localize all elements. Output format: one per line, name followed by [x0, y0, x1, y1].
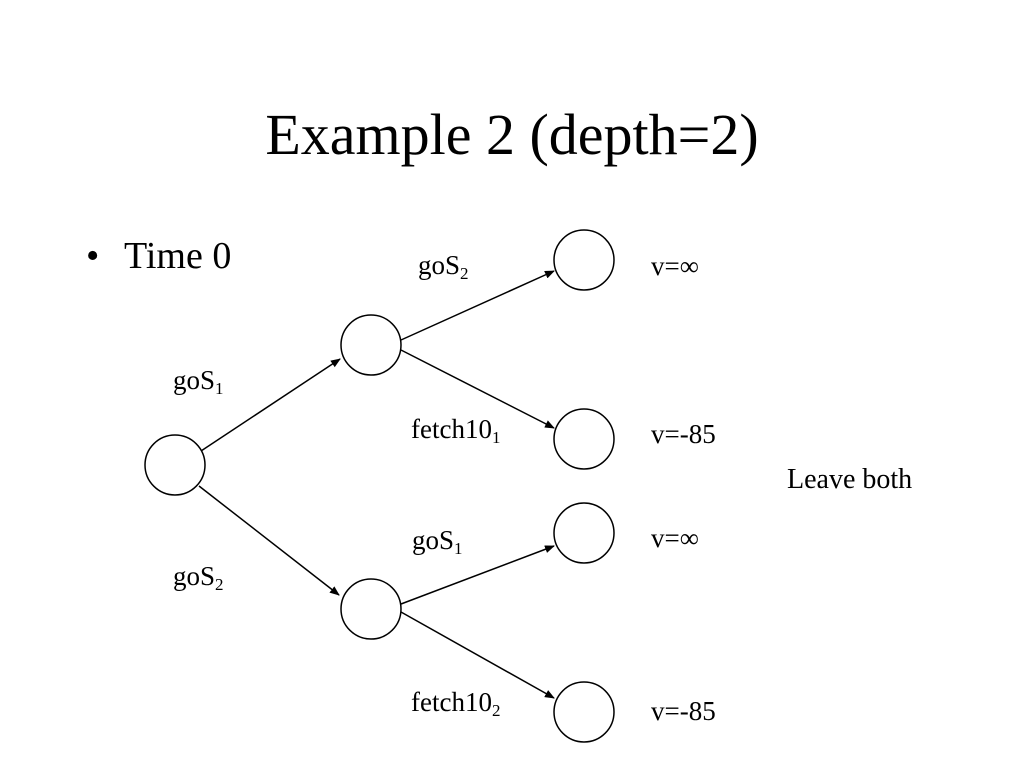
edge-label-base: goS — [412, 525, 455, 555]
edge-root-to-lower — [198, 485, 340, 596]
leaf-value-2: v=-85 — [651, 419, 716, 449]
leaf-value-4: v=-85 — [651, 696, 716, 726]
edge-label-base: goS — [173, 365, 216, 395]
leaf-node-4 — [553, 681, 615, 743]
edge-label-lower-bottom: fetch102 — [411, 686, 501, 720]
edge-upper-to-leaf-2 — [400, 349, 555, 429]
leaf-value-1: v=∞ — [651, 251, 699, 281]
edge-label-subscript: 2 — [460, 264, 469, 283]
edge-label-subscript: 1 — [454, 539, 463, 558]
slide-title: Example 2 (depth=2) — [265, 102, 759, 167]
edge-label-subscript: 1 — [215, 379, 224, 398]
bullet-marker: • — [86, 235, 100, 277]
edge-label-subscript: 1 — [491, 428, 501, 447]
edge-lower-to-leaf-3 — [400, 545, 555, 605]
edge-label-subscript: 2 — [491, 701, 501, 720]
leaf-node-1 — [553, 229, 615, 291]
edge-label-base: goS — [418, 250, 461, 280]
edge-label-base: goS — [173, 561, 216, 591]
leaf-node-3 — [553, 502, 615, 564]
leave-both-note: Leave both — [787, 464, 913, 495]
bullet-time-0: • Time 0 — [86, 233, 231, 279]
bullet-text: Time 0 — [124, 235, 232, 277]
edge-label-subscript: 2 — [215, 575, 224, 594]
leaf-value-3: v=∞ — [651, 523, 699, 553]
edge-upper-to-leaf-1 — [400, 270, 555, 341]
edge-label-base: fetch10 — [411, 687, 492, 717]
edge-label-base: fetch10 — [411, 414, 492, 444]
edge-label-upper-top: goS2 — [418, 249, 469, 283]
upper-node — [340, 314, 402, 376]
root-node — [144, 434, 206, 496]
edge-lower-to-leaf-4 — [400, 611, 555, 699]
edge-label-upper-bottom: fetch101 — [411, 413, 501, 447]
lower-node — [340, 578, 402, 640]
edge-label-root-lower: goS2 — [173, 560, 224, 594]
edge-root-to-upper — [200, 358, 341, 452]
edge-label-root-upper: goS1 — [173, 364, 224, 398]
leaf-node-2 — [553, 408, 615, 470]
edge-label-lower-top: goS1 — [412, 524, 463, 558]
